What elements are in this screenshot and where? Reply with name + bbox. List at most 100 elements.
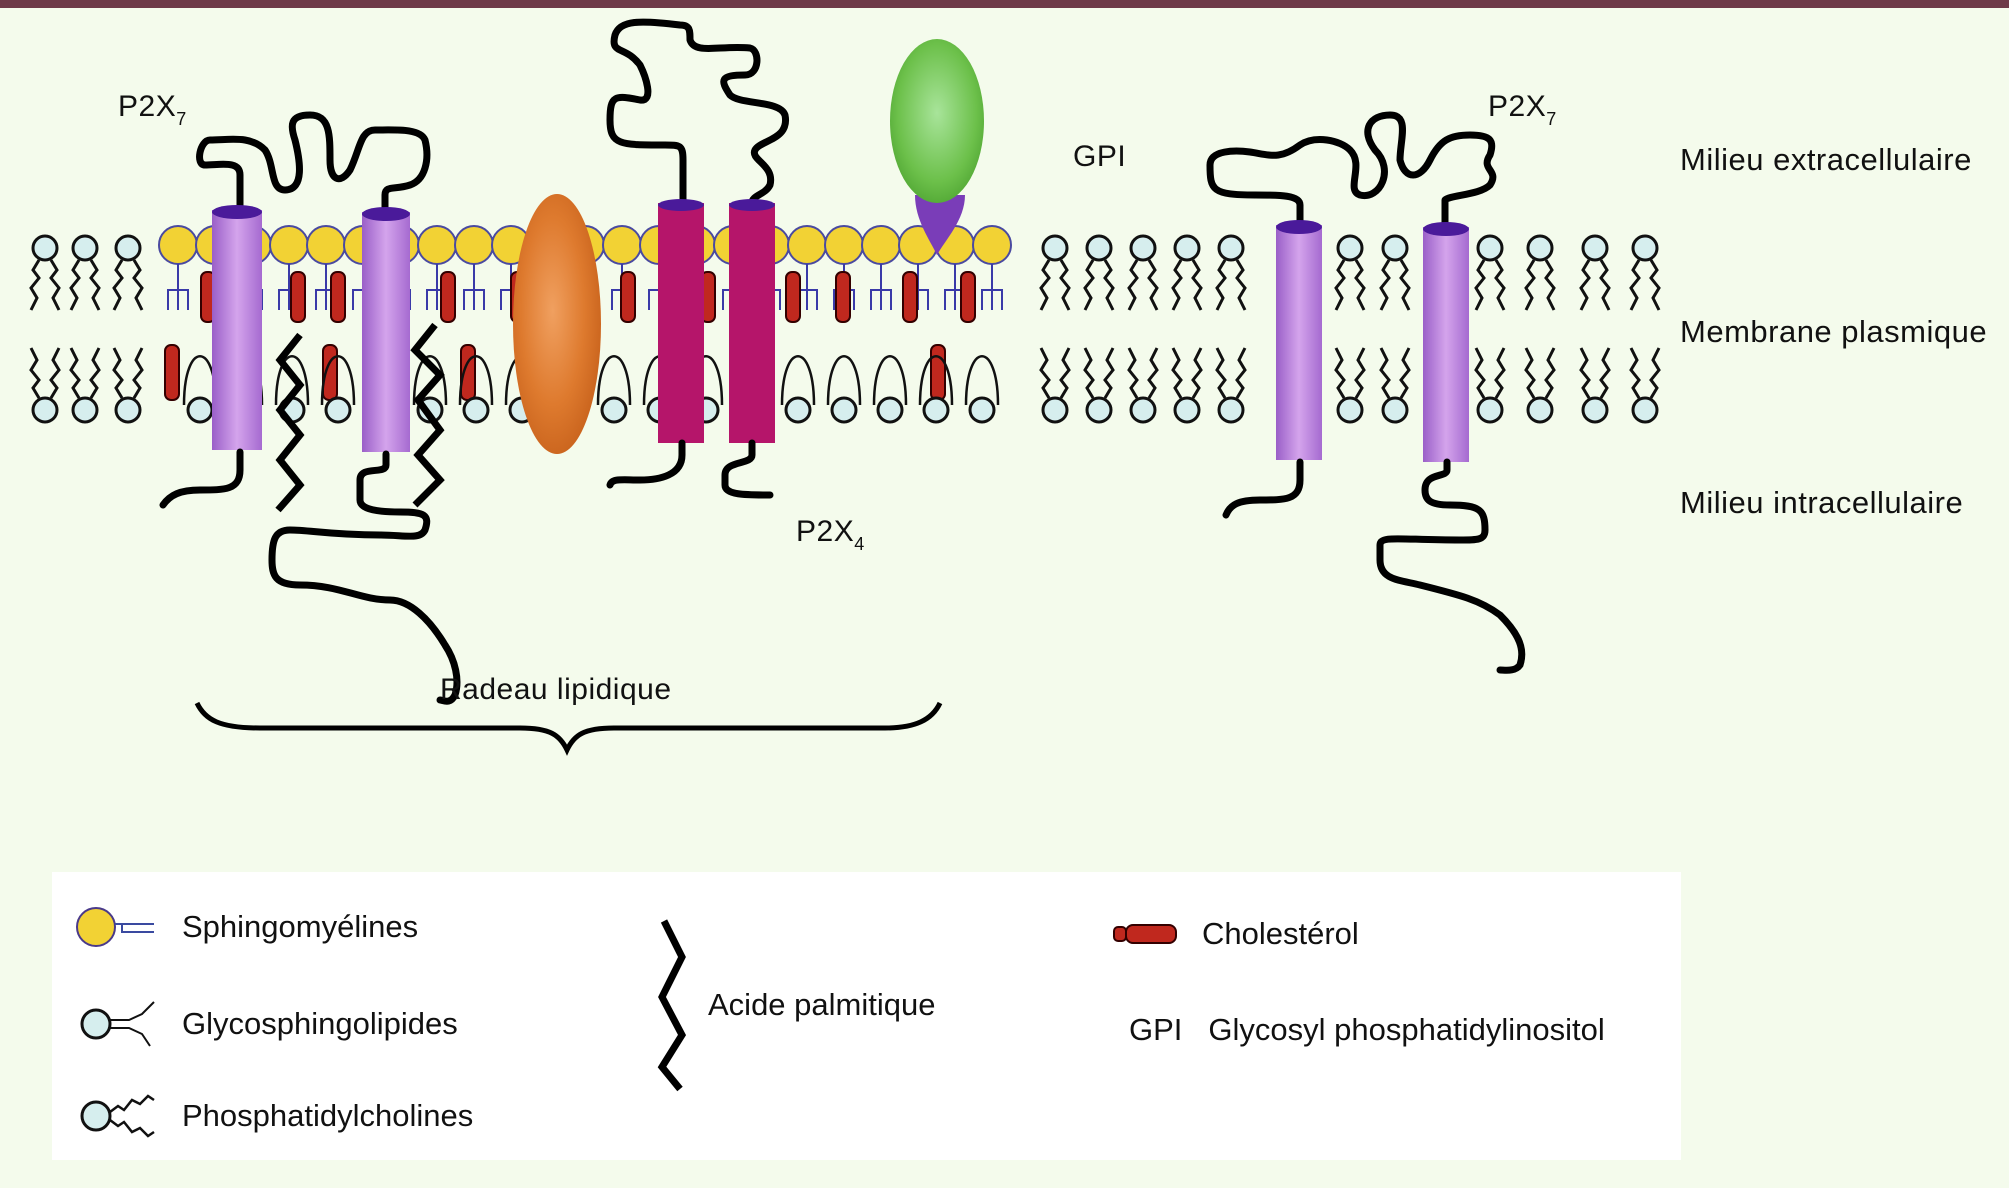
p2x7-transmembrane-helix bbox=[1423, 227, 1469, 462]
legend-item-glycosphingolipid: Glycosphingolipides bbox=[74, 994, 458, 1054]
phospholipid-tail bbox=[112, 347, 144, 399]
phospholipid-tail bbox=[1579, 259, 1611, 311]
glycolipid-tail bbox=[320, 355, 356, 406]
sphingomyelin-tail bbox=[463, 264, 485, 310]
phospholipid-tail bbox=[1629, 259, 1661, 311]
phospholipid-tail bbox=[1083, 347, 1115, 399]
phospholipid-tail bbox=[1127, 347, 1159, 399]
phospholipid-tail bbox=[1171, 347, 1203, 399]
phosphatidylcholine-icon bbox=[80, 1094, 155, 1138]
sphingomyelin-head bbox=[602, 225, 642, 265]
phospholipid-tail bbox=[1629, 347, 1661, 399]
sphingomyelin-icon bbox=[76, 907, 154, 947]
p2x7-transmembrane-helix bbox=[362, 212, 410, 452]
label-text: P2X bbox=[796, 515, 855, 548]
gpi-anchored-protein bbox=[890, 39, 984, 255]
phospholipid-tail bbox=[1127, 259, 1159, 311]
phospholipid-tail bbox=[1379, 347, 1411, 399]
glycolipid-tail bbox=[872, 355, 908, 406]
glycolipid-tail bbox=[826, 355, 862, 406]
phospholipid-tail bbox=[1171, 259, 1203, 311]
phospholipid-head bbox=[31, 396, 59, 424]
phospholipid-tail bbox=[1474, 347, 1506, 399]
legend-label: Cholestérol bbox=[1202, 916, 1359, 951]
p2x7-left-label: P2X7 bbox=[118, 90, 187, 130]
phospholipid-head bbox=[1217, 396, 1245, 424]
phospholipid-head bbox=[1129, 234, 1157, 262]
p2x7-transmembrane-helix bbox=[212, 210, 262, 450]
glycolipid-head bbox=[876, 396, 904, 424]
intracellular-label: Milieu intracellulaire bbox=[1680, 485, 1964, 520]
extracellular-label: Milieu extracellulaire bbox=[1680, 142, 1972, 177]
gpi-label: GPI bbox=[1073, 140, 1127, 173]
phospholipid-tail bbox=[1474, 259, 1506, 311]
phospholipid-tail bbox=[69, 259, 101, 311]
cholesterol-molecule bbox=[620, 271, 636, 323]
cholesterol-molecule bbox=[902, 271, 918, 323]
palmitic-acid-icon bbox=[657, 919, 687, 1092]
phospholipid-tail bbox=[1379, 259, 1411, 311]
glycolipid-head bbox=[186, 396, 214, 424]
p2x7-right-channel bbox=[1276, 220, 1469, 462]
phospholipid-tail bbox=[1215, 347, 1247, 399]
phospholipid-tail bbox=[1334, 259, 1366, 311]
legend-item-phosphatidylcholine: Phosphatidylcholines bbox=[74, 1086, 473, 1146]
sphingomyelin-head bbox=[787, 225, 827, 265]
p2x7-right-c-terminal-tail bbox=[1222, 458, 1304, 519]
sphingomyelin-head bbox=[972, 225, 1012, 265]
phospholipid-head bbox=[1336, 234, 1364, 262]
label-text: P2X bbox=[1488, 90, 1547, 123]
glycolipid-tail bbox=[458, 355, 494, 406]
p2x4-transmembrane-helix bbox=[658, 203, 704, 443]
phospholipid-head bbox=[1041, 396, 1069, 424]
sphingomyelin-tail bbox=[870, 264, 892, 310]
p2x4-channel bbox=[658, 199, 775, 443]
phospholipid-tail bbox=[1215, 259, 1247, 311]
legend-label: Phosphatidylcholines bbox=[182, 1098, 474, 1133]
cholesterol-molecule bbox=[440, 271, 456, 323]
sphingomyelin-head bbox=[306, 225, 346, 265]
legend-label: Glycosphingolipides bbox=[182, 1006, 458, 1041]
glycolipid-tail bbox=[918, 355, 954, 406]
phospholipid-head bbox=[114, 234, 142, 262]
phospholipid-head bbox=[1173, 396, 1201, 424]
sphingomyelin-head bbox=[158, 225, 198, 265]
glycolipid-head bbox=[784, 396, 812, 424]
orange-membrane-protein bbox=[513, 194, 601, 454]
label-text: P2X bbox=[118, 90, 177, 123]
legend-label: Sphingomyélines bbox=[182, 909, 419, 944]
phospholipid-head bbox=[1129, 396, 1157, 424]
phospholipid-head bbox=[1526, 396, 1554, 424]
palmitic-acid-chain bbox=[410, 322, 445, 508]
phospholipid-head bbox=[1581, 234, 1609, 262]
p2x7-left-c-terminal-tail bbox=[268, 450, 461, 705]
cholesterol-icon bbox=[1113, 924, 1177, 944]
p2x7-left-extracellular-loop bbox=[196, 111, 431, 214]
phospholipid-tail bbox=[1039, 259, 1071, 311]
sphingomyelin-head bbox=[269, 225, 309, 265]
cholesterol-molecule bbox=[785, 271, 801, 323]
phospholipid-head bbox=[114, 396, 142, 424]
glycolipid-head bbox=[462, 396, 490, 424]
sphingomyelin-tail bbox=[167, 264, 189, 310]
phospholipid-head bbox=[1381, 396, 1409, 424]
cholesterol-molecule bbox=[930, 344, 946, 401]
cholesterol-molecule bbox=[835, 271, 851, 323]
palmitic-acid-chain bbox=[275, 332, 305, 513]
phospholipid-head bbox=[1631, 396, 1659, 424]
legend-item-gpi: GPI Glycosyl phosphatidylinositol bbox=[1129, 1012, 1605, 1048]
sphingomyelin-head bbox=[454, 225, 494, 265]
lipid-bilayer bbox=[29, 225, 1661, 424]
glycolipid-head bbox=[600, 396, 628, 424]
sphingomyelin-head bbox=[861, 225, 901, 265]
lipid-raft-label: Radeau lipidique bbox=[440, 673, 672, 706]
cholesterol-molecule bbox=[164, 344, 180, 401]
glycolipid-head bbox=[830, 396, 858, 424]
glycolipid-tail bbox=[964, 355, 1000, 406]
sphingomyelin-head bbox=[824, 225, 864, 265]
phospholipid-head bbox=[1173, 234, 1201, 262]
legend-abbreviation: GPI bbox=[1129, 1012, 1183, 1047]
p2x4-extracellular-loop bbox=[606, 18, 789, 207]
p2x4-c-terminal-tail bbox=[721, 439, 774, 499]
